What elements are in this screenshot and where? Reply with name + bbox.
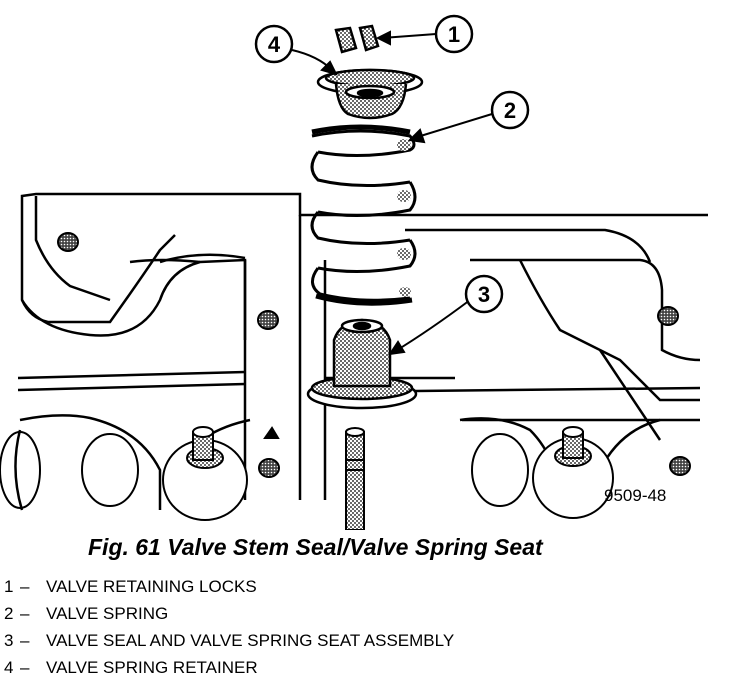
legend-part-name: VALVE SPRING xyxy=(46,604,169,623)
bolt-boss xyxy=(258,458,280,478)
drawing-code: 9509-48 xyxy=(604,486,666,505)
callout-1: 1 xyxy=(434,14,474,54)
legend-item: 3–VALVE SEAL AND VALVE SPRING SEAT ASSEM… xyxy=(4,631,454,658)
legend-separator: – xyxy=(20,658,30,677)
legend-separator: – xyxy=(20,631,30,650)
legend-part-name: VALVE RETAINING LOCKS xyxy=(46,577,257,596)
leader-lines xyxy=(291,30,493,356)
cylinder-head xyxy=(14,192,708,511)
legend-number: 4 xyxy=(4,658,14,677)
callout-3-number: 3 xyxy=(478,282,490,307)
legend-number: 3 xyxy=(4,631,14,650)
legend-part-name: VALVE SEAL AND VALVE SPRING SEAT ASSEMBL… xyxy=(46,631,455,650)
left-edge-valve xyxy=(0,431,529,509)
bolt-boss xyxy=(57,232,79,252)
callout-3: 3 xyxy=(464,274,504,314)
legend-separator: – xyxy=(20,604,30,623)
parts-legend: 1–VALVE RETAINING LOCKS 2–VALVE SPRING 3… xyxy=(4,577,454,685)
bolt-boss xyxy=(257,310,279,330)
valve-spring xyxy=(310,124,417,306)
legend-separator: – xyxy=(20,577,30,596)
legend-item: 2–VALVE SPRING xyxy=(4,604,454,631)
callout-2-number: 2 xyxy=(504,98,516,123)
head-bolt-bosses xyxy=(57,232,691,478)
legend-item: 4–VALVE SPRING RETAINER xyxy=(4,658,454,685)
installed-valve-left xyxy=(162,426,248,521)
valve-spring-retainer xyxy=(316,68,424,120)
callout-1-number: 1 xyxy=(448,22,460,47)
callout-4-number: 4 xyxy=(268,32,281,57)
callout-4: 4 xyxy=(254,24,294,64)
bolt-boss xyxy=(657,306,679,326)
legend-item: 1–VALVE RETAINING LOCKS xyxy=(4,577,454,604)
legend-part-name: VALVE SPRING RETAINER xyxy=(46,658,258,677)
legend-number: 2 xyxy=(4,604,14,623)
installed-valve-right xyxy=(532,426,614,519)
valve-assembly-drawing: 1 2 3 4 9509-48 xyxy=(0,14,708,530)
valve-retaining-locks xyxy=(334,24,380,54)
callout-2: 2 xyxy=(490,90,530,130)
figure-caption: Fig. 61 Valve Stem Seal/Valve Spring Sea… xyxy=(88,534,543,560)
valve-seal-spring-seat xyxy=(306,318,418,410)
legend-number: 1 xyxy=(4,577,14,596)
bolt-boss xyxy=(669,456,691,476)
valve-stem xyxy=(345,427,365,530)
